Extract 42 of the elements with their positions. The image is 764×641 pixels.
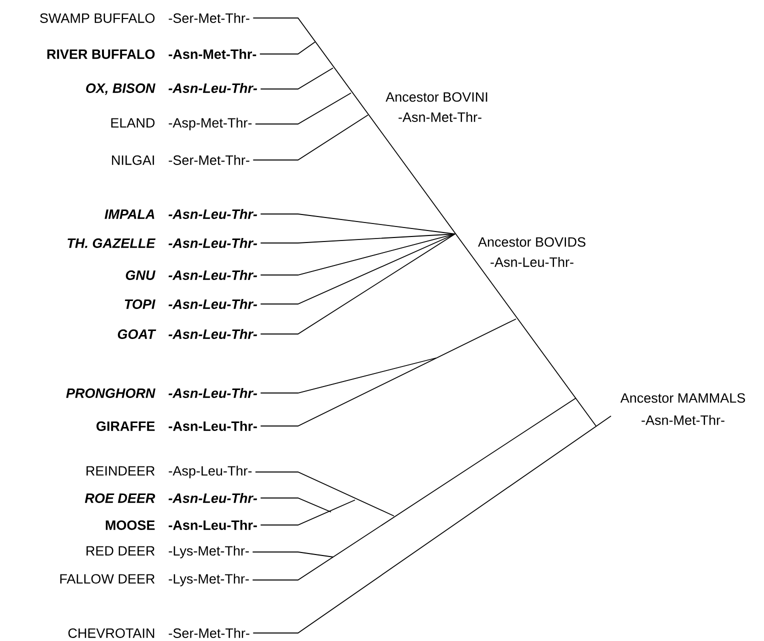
tree-branch <box>259 42 316 54</box>
species-label: SWAMP BUFFALO -Ser-Met-Thr- <box>40 13 250 23</box>
tree-branch <box>260 234 456 244</box>
tree-branch <box>260 498 332 512</box>
species-label: CHEVROTAIN -Ser-Met-Thr- <box>68 628 250 638</box>
ancestor-label: -Asn-Leu-Thr- <box>490 257 574 267</box>
species-label: MOOSE -Asn-Leu-Thr- <box>106 520 257 530</box>
tree-branch <box>254 472 394 516</box>
ancestor-label: Ancestor BOVINI <box>386 92 488 102</box>
tree-branch <box>252 398 576 580</box>
ancestor-label: -Asn-Met-Thr- <box>398 112 482 122</box>
tree-branch <box>252 552 334 558</box>
species-label: GIRAFFE -Asn-Leu-Thr- <box>96 421 257 431</box>
tree-branch <box>260 68 334 90</box>
species-label: TOPI -Asn-Leu-Thr- <box>124 299 258 309</box>
species-label: TH. GAZELLE -Asn-Leu-Thr- <box>68 238 258 248</box>
tree-branch <box>260 234 456 276</box>
tree-branch <box>260 234 456 334</box>
tree-branch <box>260 234 456 304</box>
species-label: ROE DEER -Asn-Leu-Thr- <box>84 493 258 503</box>
species-label: IMPALA -Asn-Leu-Thr- <box>104 209 258 219</box>
tree-branch <box>252 18 596 426</box>
species-label: PRONGHORN -Asn-Leu-Thr- <box>66 388 258 398</box>
ancestor-label: -Asn-Met-Thr- <box>642 415 724 425</box>
species-label: ELAND -Asp-Met-Thr- <box>111 118 252 130</box>
species-label: GOAT -Asn-Leu-Thr- <box>118 329 258 339</box>
species-label: GNU -Asn-Leu-Thr- <box>126 270 258 280</box>
tree-branch <box>252 416 612 634</box>
tree-branch <box>260 358 436 394</box>
tree-branch <box>254 92 352 124</box>
species-label: RED DEER -Lys-Met-Thr- <box>86 546 249 558</box>
species-label: OX, BISON -Asn-Leu-Thr- <box>86 83 258 95</box>
tree-branch <box>252 114 368 160</box>
species-label: RIVER BUFFALO -Asn-Met-Thr- <box>47 49 256 59</box>
tree-branch <box>260 214 456 234</box>
species-label: FALLOW DEER -Lys-Met-Thr- <box>60 574 249 586</box>
tree-branch <box>260 318 516 426</box>
tree-branch <box>260 500 356 526</box>
species-label: REINDEER -Asp-Leu-Thr- <box>86 466 252 478</box>
species-label: NILGAI -Ser-Met-Thr- <box>112 155 250 165</box>
ancestor-label: Ancestor BOVIDS <box>478 237 586 247</box>
ancestor-label: Ancestor MAMMALS <box>620 393 746 403</box>
